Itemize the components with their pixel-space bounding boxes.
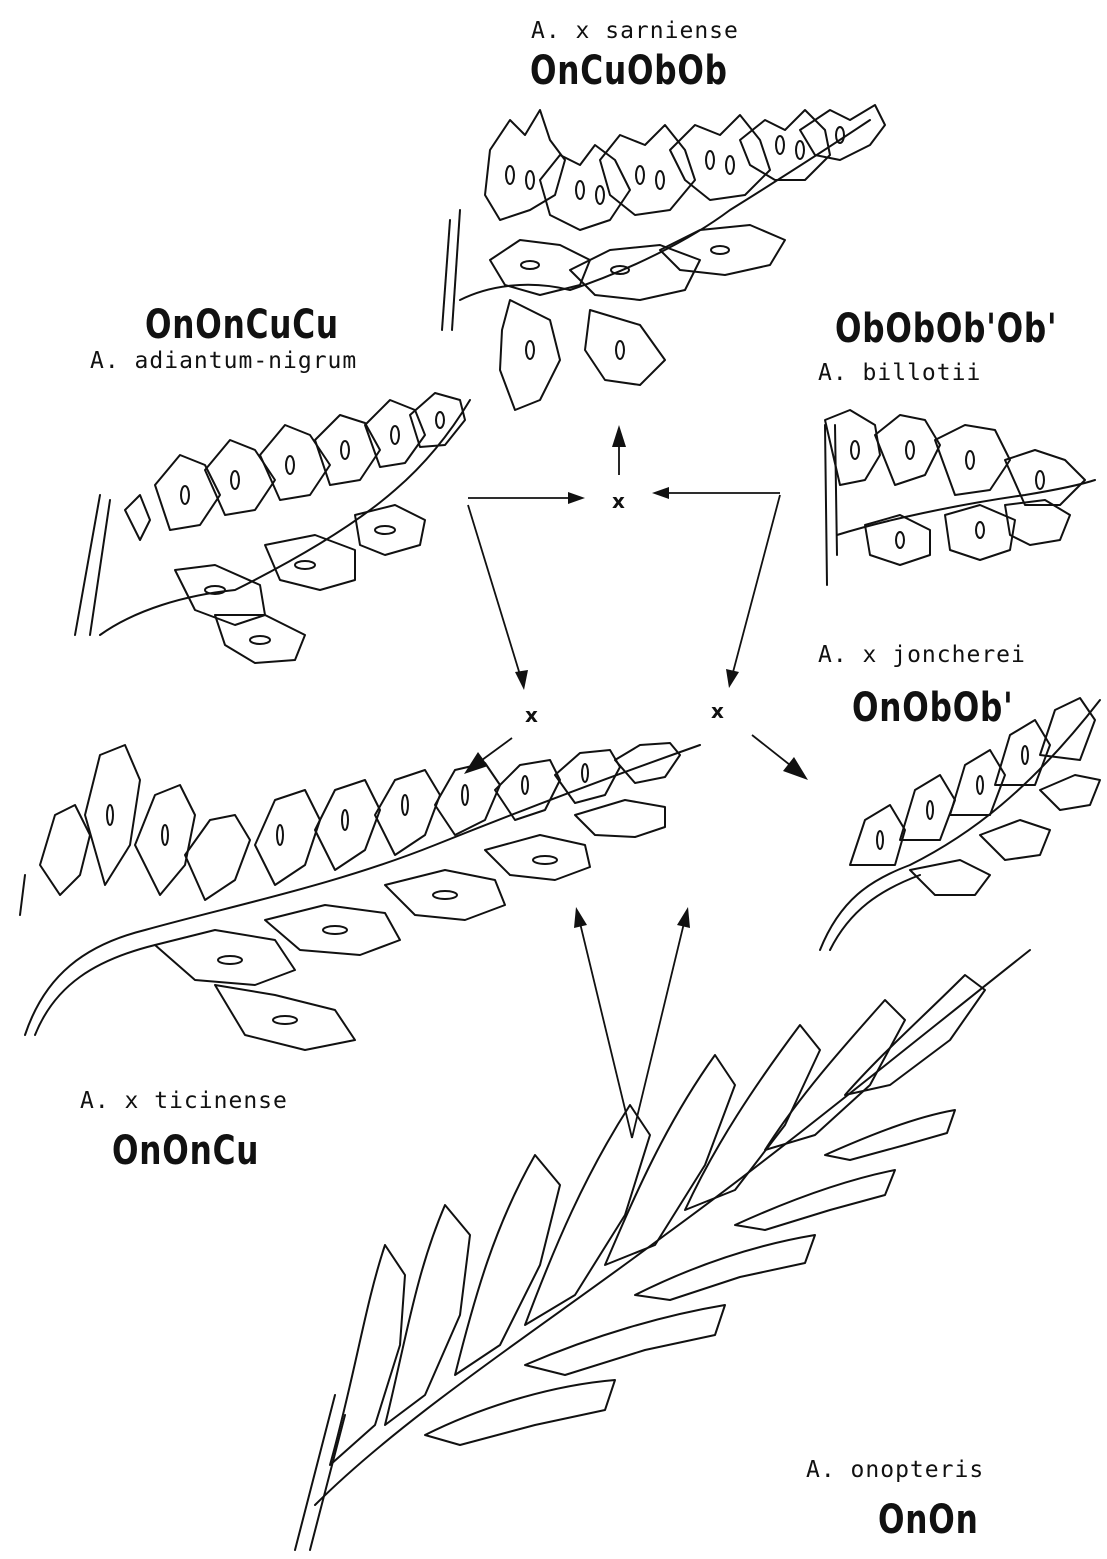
cross-marker-ticinense: x xyxy=(525,703,538,727)
cross-marker-sarniense: x xyxy=(612,489,625,513)
genome-joncherei: OnObOb' xyxy=(852,685,1013,731)
species-name-joncherei: A. x joncherei xyxy=(818,642,1026,668)
genome-onopteris: OnOn xyxy=(878,1497,979,1543)
arrow-head xyxy=(677,907,690,928)
species-name-billotii: A. billotii xyxy=(818,360,981,386)
species-name-onopteris: A. onopteris xyxy=(806,1457,984,1483)
arrow-cross-to-ticinense xyxy=(482,738,512,760)
arrow-billotii-to-joncherei-cross xyxy=(732,495,780,676)
arrow-head xyxy=(515,670,528,690)
species-name-ticinense: A. x ticinense xyxy=(80,1088,288,1114)
genome-adiantum-nigrum: OnOnCuCu xyxy=(145,302,339,348)
genome-billotii: ObObOb'Ob' xyxy=(835,306,1057,352)
arrow-head xyxy=(783,757,808,780)
species-name-adiantum-nigrum: A. adiantum-nigrum xyxy=(90,348,357,374)
cross-marker-joncherei: x xyxy=(711,699,724,723)
arrow-head xyxy=(568,492,585,504)
arrow-onopteris-to-joncherei-cross xyxy=(632,923,684,1138)
arrow-head xyxy=(612,425,626,447)
arrow-head xyxy=(464,752,488,774)
species-name-sarniense: A. x sarniense xyxy=(531,18,739,44)
arrow-head xyxy=(726,669,739,688)
arrow-head xyxy=(574,907,587,928)
genome-ticinense: OnOnCu xyxy=(112,1128,259,1174)
arrow-onopteris-to-ticinense-cross xyxy=(580,923,632,1138)
arrow-cross-to-joncherei xyxy=(752,735,790,765)
genome-sarniense: OnCuObOb xyxy=(530,48,728,94)
arrow-adiantum-to-ticinense-cross xyxy=(468,505,521,678)
arrow-head xyxy=(652,487,669,499)
